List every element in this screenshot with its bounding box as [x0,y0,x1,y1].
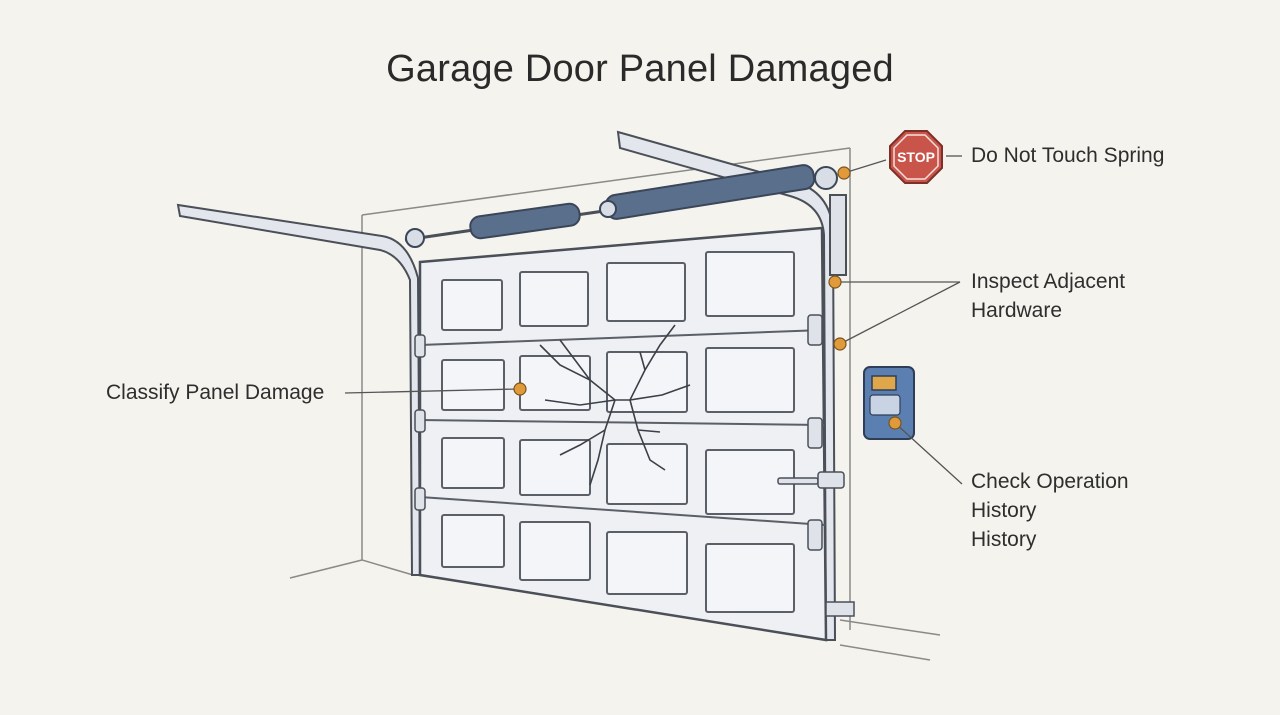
torsion-spring-icon [404,164,838,248]
panel-damage-cracks [539,324,691,486]
callout-hardware: Inspect Adjacent Hardware [971,267,1125,325]
bottom-bracket [825,601,855,617]
latch-icon [777,471,845,489]
wall-opening [289,147,941,661]
right-track [616,130,847,641]
callout-lines [344,155,963,485]
callout-hardware-line-1: Inspect Adjacent [971,270,1126,293]
door-panels [441,251,795,613]
stop-sign-icon: STOP [889,130,943,184]
callout-spring: Do Not Touch Spring [971,141,1164,170]
stop-sign-text: STOP [897,149,935,165]
callout-operation-line-3: History [971,528,1037,551]
wall-control-panel-icon [863,366,915,440]
marker-hardware-upper [828,275,842,289]
marker-panel [513,382,527,396]
marker-hardware-lower [833,337,847,351]
callout-panel-text: Classify Panel Damage [106,381,325,404]
garage-door [414,226,855,642]
callout-panel: Classify Panel Damage [106,378,324,407]
callout-markers [513,166,902,430]
callout-operation-line-2: History [971,499,1037,522]
callout-hardware-line-2: Hardware [971,299,1063,322]
left-track [176,203,422,576]
callout-operation: Check Operation History History [971,467,1129,554]
callout-spring-text: Do Not Touch Spring [971,144,1165,167]
hinge-icon [414,314,823,551]
marker-spring [837,166,851,180]
page-title: Garage Door Panel Damaged [386,48,894,90]
callout-operation-line-1: Check Operation [971,470,1129,493]
marker-control [888,416,902,430]
